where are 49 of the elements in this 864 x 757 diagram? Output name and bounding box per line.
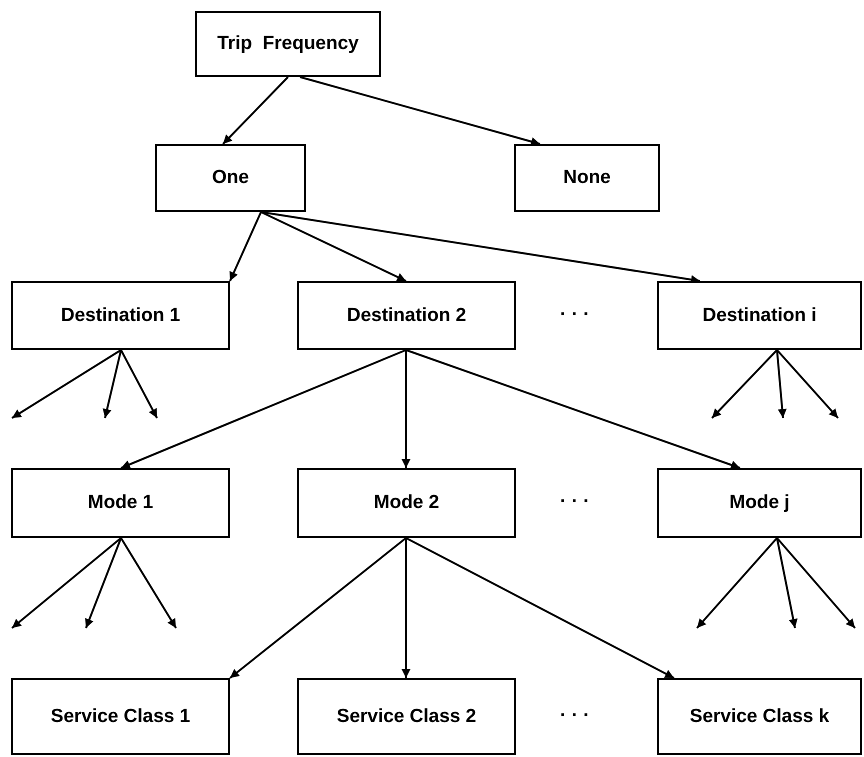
arrow (120, 350, 158, 418)
tree-box (155, 144, 306, 212)
arrow (300, 76, 540, 146)
tree-box (657, 468, 862, 538)
arrow (402, 538, 410, 678)
tree-box (297, 468, 516, 538)
tree-box (11, 281, 230, 350)
arrow (260, 211, 406, 282)
arrow (85, 538, 122, 628)
tree-box (297, 281, 516, 350)
ellipsis: · · · (560, 304, 590, 326)
tree-box (195, 11, 381, 77)
arrow (711, 349, 778, 419)
arrow (229, 537, 407, 679)
arrow (776, 350, 787, 418)
box-label: Service Class 1 (50, 706, 190, 728)
box-label: Mode 2 (374, 492, 440, 514)
arrow (776, 349, 839, 419)
tree-box (657, 281, 862, 350)
box-label: Mode j (729, 492, 790, 514)
box-label: One (212, 167, 249, 189)
box-label: Trip Frequency (217, 33, 359, 55)
box-label: None (563, 167, 611, 189)
arrow (102, 350, 122, 418)
arrow (120, 537, 177, 629)
box-label: Destination i (702, 304, 816, 326)
tree-box (297, 678, 516, 755)
tree-box (514, 144, 660, 212)
tree-box (11, 678, 230, 755)
box-label: Destination 1 (60, 304, 180, 326)
arrow (776, 537, 856, 629)
arrow (11, 537, 122, 629)
ellipsis: · · · (560, 705, 590, 727)
box-label: Destination 2 (346, 304, 466, 326)
arrow (776, 538, 798, 628)
arrow (120, 349, 406, 469)
arrow (11, 349, 122, 419)
tree-box (657, 678, 862, 755)
box-label: Service Class 2 (336, 706, 476, 728)
arrow (229, 212, 262, 282)
ellipsis: · · · (560, 491, 590, 513)
arrow (406, 537, 674, 679)
box-label: Mode 1 (88, 492, 154, 514)
arrow (402, 350, 410, 468)
arrow (696, 537, 778, 629)
tree-box (11, 468, 230, 538)
box-label: Service Class k (690, 706, 830, 728)
arrow (222, 76, 289, 145)
arrow (406, 349, 740, 470)
